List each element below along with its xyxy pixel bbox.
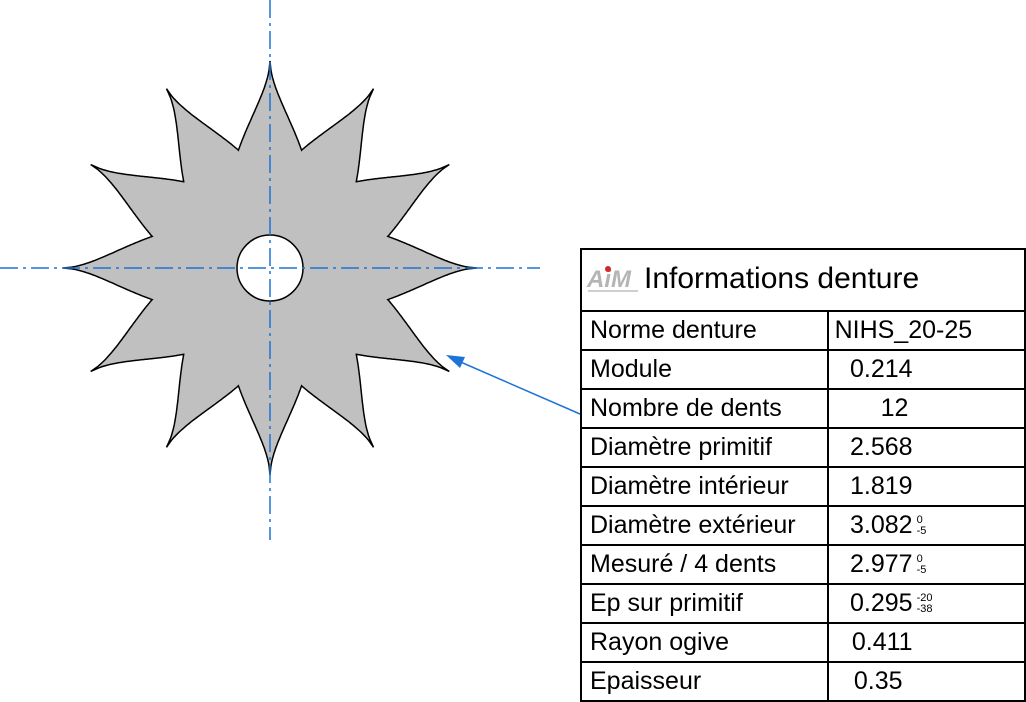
table-row: Epaisseur 0.35 xyxy=(580,661,1026,702)
tolerance-lower: -5 xyxy=(916,525,927,538)
row-value: 0.295 xyxy=(850,589,913,617)
row-label: Nombre de dents xyxy=(580,388,829,429)
table-title: Informations denture xyxy=(644,261,920,295)
row-value: 2.977 xyxy=(850,550,913,578)
tolerance: 0-5 xyxy=(917,515,927,537)
tolerance: -20-38 xyxy=(917,593,933,615)
row-value-cell: 1.819 xyxy=(826,466,1026,507)
logo-underline xyxy=(588,290,638,293)
row-value: 0.214 xyxy=(850,355,913,383)
gear-info-table: AiM Informations denture Norme denture N… xyxy=(580,248,1026,702)
row-value-cell: 0.214 xyxy=(826,349,1026,390)
tolerance: 0-5 xyxy=(917,554,927,576)
row-value: 0.411 xyxy=(851,628,913,656)
row-value: 2.568 xyxy=(850,433,913,461)
row-label: Ep sur primitif xyxy=(580,583,829,624)
table-row: Nombre de dents 12 xyxy=(580,388,1026,429)
row-label: Norme denture xyxy=(580,310,829,351)
tolerance-upper: -20 xyxy=(916,592,933,605)
row-value-cell: 0.295-20-38 xyxy=(826,583,1026,624)
table-row: Rayon ogive 0.411 xyxy=(580,622,1026,663)
row-value: 3.082 xyxy=(850,511,913,539)
leader-arrowhead xyxy=(446,355,465,368)
row-value-cell: 0.411 xyxy=(826,622,1026,663)
row-label: Rayon ogive xyxy=(580,622,829,663)
row-label: Diamètre primitif xyxy=(580,427,829,468)
row-label: Mesuré / 4 dents xyxy=(580,544,829,585)
row-label: Module xyxy=(580,349,829,390)
tolerance-lower: -38 xyxy=(916,603,933,616)
aim-logo: AiM xyxy=(586,266,638,293)
table-row: Ep sur primitif 0.295-20-38 xyxy=(580,583,1026,624)
table-title-cell: AiM Informations denture xyxy=(580,248,1026,312)
tolerance-upper: 0 xyxy=(916,553,923,566)
tolerance-upper: 0 xyxy=(916,514,923,527)
row-label: Epaisseur xyxy=(580,661,829,702)
row-value-cell: 0.35 xyxy=(826,661,1026,702)
table-row: Norme denture NIHS_20-25 xyxy=(580,310,1026,351)
row-value-cell: 2.568 xyxy=(826,427,1026,468)
tolerance-lower: -5 xyxy=(916,564,927,577)
row-label: Diamètre extérieur xyxy=(580,505,829,546)
table-row: Diamètre primitif 2.568 xyxy=(580,427,1026,468)
row-value: 12 xyxy=(826,388,1026,429)
table-row: Diamètre intérieur 1.819 xyxy=(580,466,1026,507)
leader-line xyxy=(455,359,581,415)
table-row: Module 0.214 xyxy=(580,349,1026,390)
logo-dot xyxy=(605,266,611,273)
row-label: Diamètre intérieur xyxy=(580,466,829,507)
table-title-row: AiM Informations denture xyxy=(580,248,1026,312)
row-value: 0.35 xyxy=(853,667,903,695)
row-value: 1.819 xyxy=(850,472,913,500)
row-value: NIHS_20-25 xyxy=(826,310,1026,351)
